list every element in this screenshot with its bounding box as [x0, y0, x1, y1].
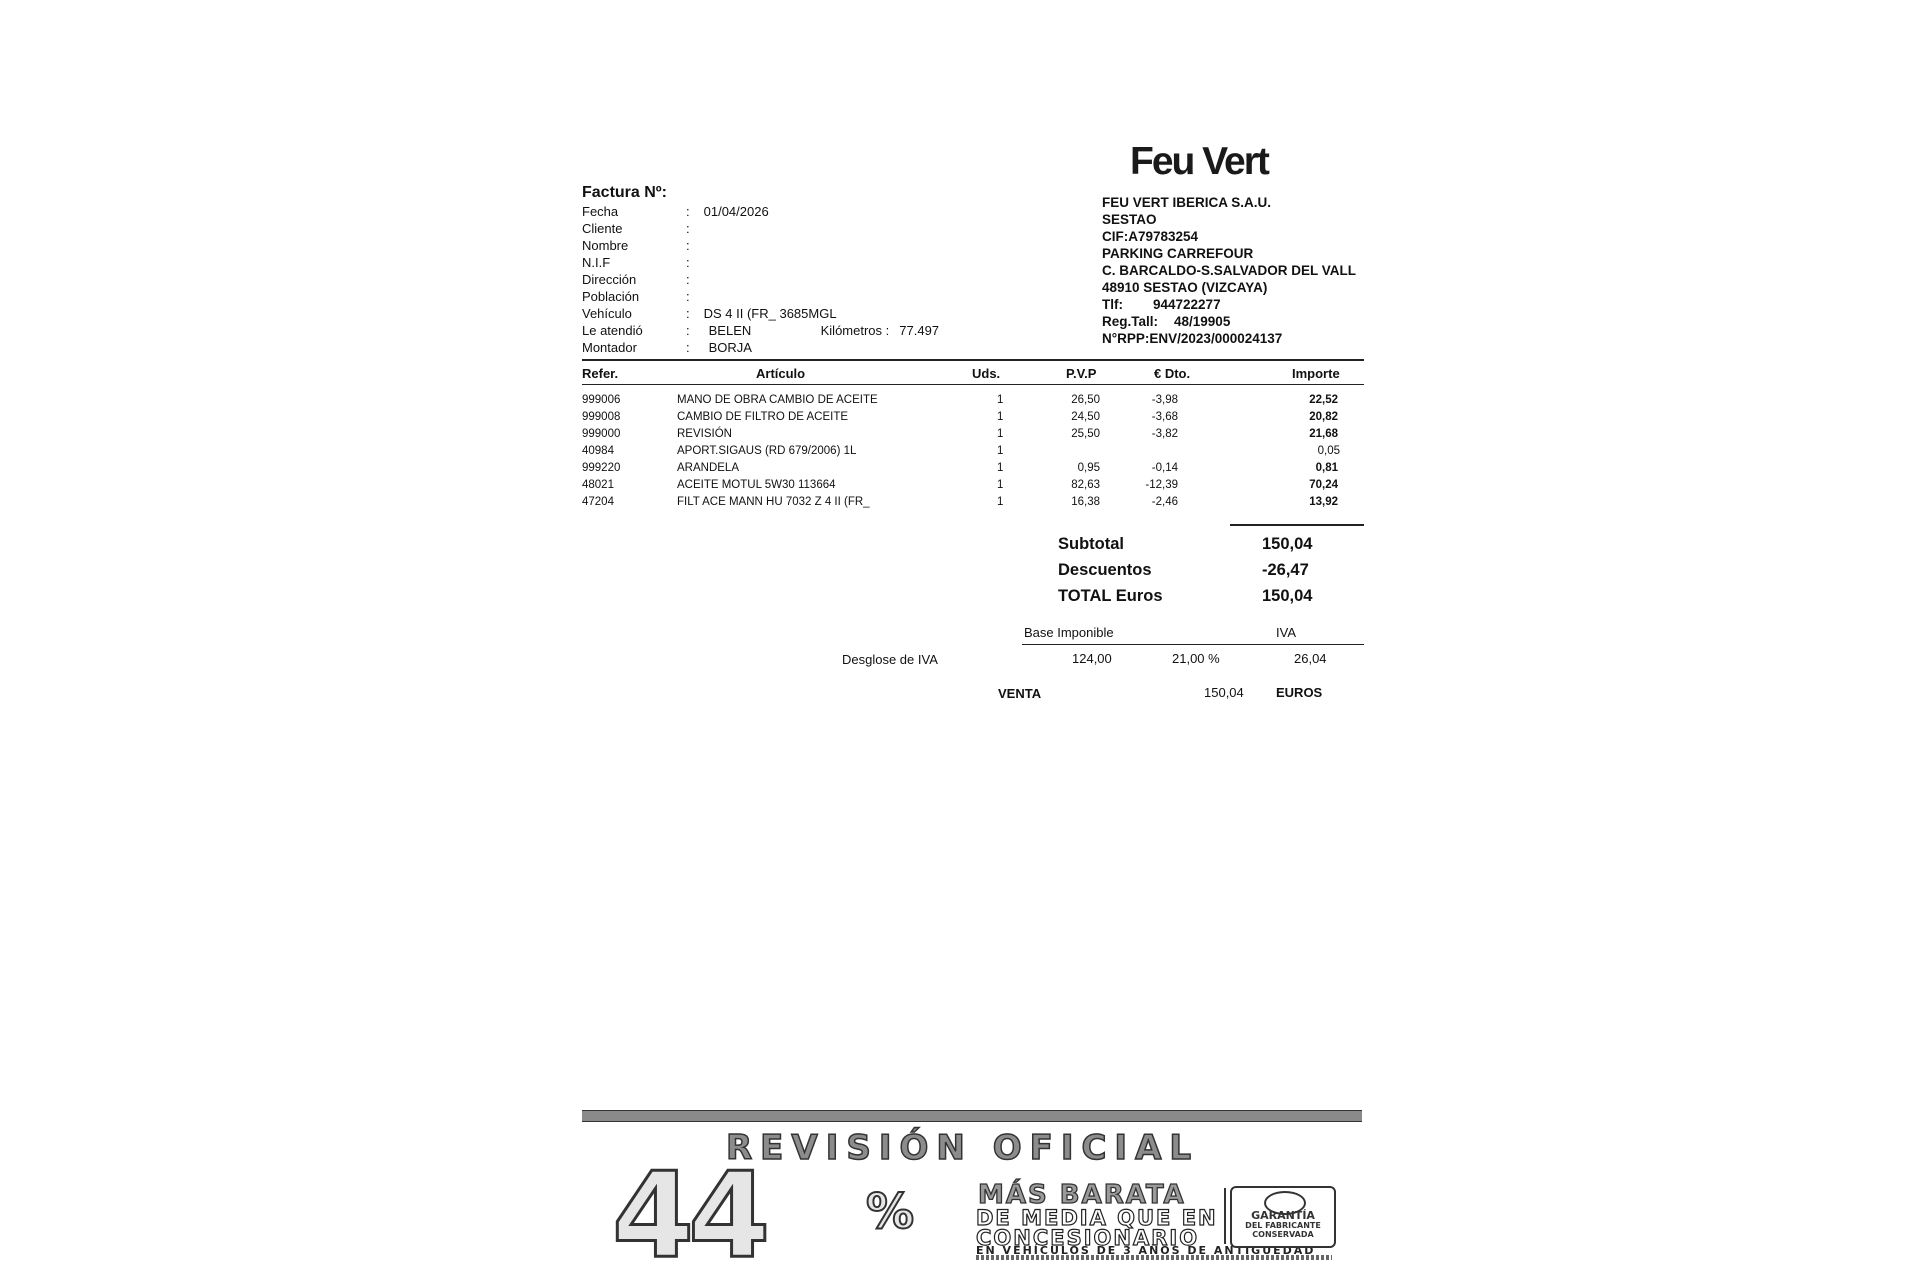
tax-iva-header: IVA — [1276, 625, 1296, 640]
company-line: CIF:A79783254 — [1102, 229, 1199, 244]
header-units: Uds. — [972, 366, 1001, 381]
field-fecha: Fecha:01/04/2026 — [582, 204, 769, 219]
banner-bar — [582, 1110, 1362, 1122]
field-nif: N.I.F: — [582, 255, 690, 270]
banner-line2: DE MEDIA QUE EN — [975, 1205, 1218, 1230]
banner-title: REVISIÓN OFICIAL — [725, 1127, 1200, 1169]
company-line: FEU VERT IBERICA S.A.U. — [1102, 195, 1272, 210]
header-ref: Refer. — [582, 366, 619, 381]
company-nrpp: N°RPP:ENV/2023/000024137 — [1102, 331, 1283, 346]
tax-base-header: Base Imponible — [1024, 625, 1114, 640]
subtotal-value: 150,04 — [1262, 535, 1313, 553]
warranty-emblem-icon — [1264, 1191, 1306, 1215]
header-pvp: P.V.P — [1066, 366, 1097, 381]
banner-line1: MÁS BARATA — [977, 1179, 1186, 1210]
header-amount: Importe — [1292, 366, 1340, 381]
banner-percent-sign: % — [865, 1183, 915, 1241]
company-info: FEU VERT IBERICA S.A.U. SESTAO CIF:A7978… — [1102, 194, 1356, 347]
banner-line4: EN VEHÍCULOS DE 3 AÑOS DE ANTIGÜEDAD — [976, 1244, 1316, 1257]
banner-divider — [1224, 1188, 1226, 1244]
invoice-title: Factura Nº: — [582, 184, 667, 201]
sale-value: 150,04 — [1204, 685, 1244, 700]
field-poblacion: Población: — [582, 289, 690, 304]
km-label: Kilómetros : — [820, 323, 890, 338]
warranty-badge: GARANTÍA DEL FABRICANTE CONSERVADA — [1230, 1186, 1336, 1248]
company-line: PARKING CARREFOUR — [1102, 246, 1254, 261]
header-discount: € Dto. — [1154, 366, 1191, 381]
total-label: TOTAL Euros — [1058, 587, 1163, 605]
discounts-label: Descuentos — [1058, 561, 1152, 579]
company-phone: Tlf:944722277 — [1102, 297, 1221, 312]
banner-fine-print — [976, 1255, 1332, 1260]
sale-currency: EUROS — [1276, 685, 1323, 700]
company-line: SESTAO — [1102, 212, 1157, 227]
header-article: Artículo — [756, 366, 806, 381]
tax-rule — [1022, 644, 1364, 645]
discounts-value: -26,47 — [1262, 561, 1309, 579]
total-value: 150,04 — [1262, 587, 1313, 605]
field-montador: Montador:BORJA — [582, 340, 752, 355]
field-direccion: Dirección: — [582, 272, 690, 287]
company-line: 48910 SESTAO (VIZCAYA) — [1102, 280, 1268, 295]
company-line: C. BARCALDO-S.SALVADOR DEL VALL — [1102, 263, 1356, 278]
feu-vert-logo: Feu Vert — [1130, 140, 1270, 183]
tax-iva-value: 26,04 — [1294, 651, 1327, 666]
sale-label: VENTA — [998, 686, 1042, 701]
field-cliente: Cliente: — [582, 221, 690, 236]
company-regtall: Reg.Tall:48/19905 — [1102, 314, 1231, 329]
invoice-fields: Fecha:01/04/2026 Cliente: Nombre: N.I.F:… — [582, 203, 939, 356]
field-nombre: Nombre: — [582, 238, 690, 253]
table-top-rule — [582, 359, 1364, 361]
field-vehiculo: Vehículo:DS 4 II (FR_ 3685MGL — [582, 306, 837, 321]
totals-rule — [1230, 524, 1364, 526]
km-value: 77.497 — [899, 323, 940, 338]
table-header-rule — [582, 384, 1364, 385]
tax-breakdown-label: Desglose de IVA — [842, 652, 938, 667]
tax-base-value: 124,00 — [1072, 651, 1112, 666]
subtotal-label: Subtotal — [1058, 535, 1124, 553]
banner-percentage-number: 44 — [610, 1146, 771, 1284]
banner-line3: CONCESIONARIO — [975, 1225, 1200, 1250]
tax-rate: 21,00 % — [1172, 651, 1220, 666]
